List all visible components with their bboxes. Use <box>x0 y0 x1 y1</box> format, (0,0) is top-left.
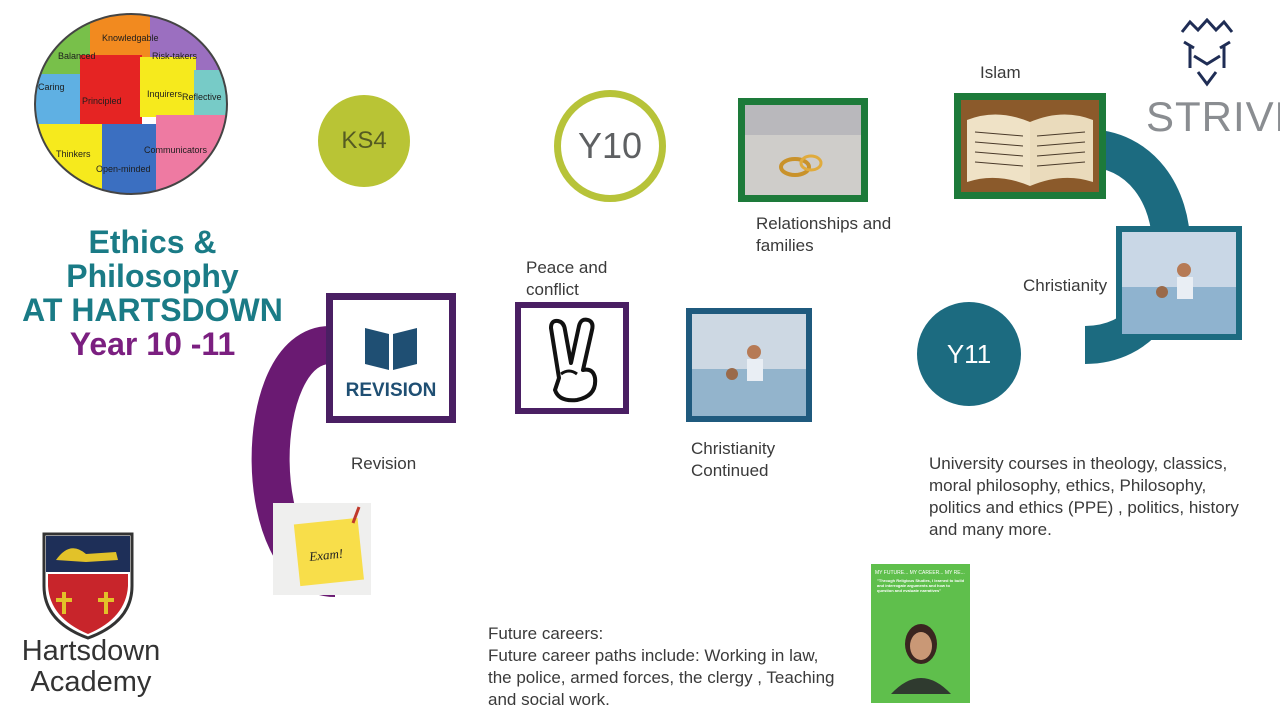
caption-relationships: Relationships and families <box>756 214 892 255</box>
person-portrait-icon <box>891 624 951 694</box>
caption-islam: Islam <box>980 63 1021 82</box>
open-book-icon <box>961 100 1099 192</box>
title-line-ethics: Ethics & <box>88 224 217 260</box>
learner-profile-puzzle: Knowledgable Balanced Risk-takers Caring… <box>34 13 228 195</box>
page-title: Ethics & Philosophy AT HARTSDOWN Year 10… <box>10 225 295 361</box>
school-name-line2: Academy <box>30 666 152 698</box>
exam-note-image: Exam! <box>273 503 371 595</box>
poster-header: MY FUTURE... MY CAREER... MY RE... <box>875 570 965 576</box>
careers-poster: MY FUTURE... MY CAREER... MY RE... "Thro… <box>871 564 970 703</box>
careers-body: Future career paths include: Working in … <box>488 646 835 709</box>
puzzle-word-0: Knowledgable <box>102 33 159 43</box>
university-courses-text: University courses in theology, classics… <box>929 454 1239 539</box>
title-line-at-hartsdown: AT HARTSDOWN <box>22 292 283 328</box>
caption-christianity-continued: Christianity Continued <box>691 439 776 480</box>
revision-image: REVISION <box>326 293 456 423</box>
puzzle-word-7: Thinkers <box>56 149 91 159</box>
strive-lion-icon <box>1180 18 1234 87</box>
baptism-icon-2 <box>692 314 806 416</box>
book-icon: REVISION <box>346 328 437 401</box>
school-crest-icon <box>42 532 134 640</box>
caption-peace: Peace and conflict <box>526 258 608 299</box>
caption-revision: Revision <box>351 454 417 473</box>
sticky-note-icon: Exam! <box>273 503 371 595</box>
puzzle-word-8: Communicators <box>144 145 208 155</box>
caption-christianity: Christianity <box>1023 276 1108 295</box>
baptism-image-right <box>1116 226 1242 340</box>
milestone-y11: Y11 <box>917 302 1021 406</box>
poster-quote: "Through Religious Studies, I learned to… <box>877 578 965 593</box>
revision-icon-label: REVISION <box>346 380 437 401</box>
quran-image <box>954 93 1106 199</box>
puzzle-word-9: Open-minded <box>96 164 151 174</box>
wedding-rings-icon <box>745 105 861 195</box>
peace-image <box>515 302 629 414</box>
puzzle-word-6: Reflective <box>182 92 222 102</box>
rings-image <box>738 98 868 202</box>
puzzle-word-4: Principled <box>82 96 122 106</box>
puzzle-word-3: Caring <box>38 82 65 92</box>
milestone-y10: Y10 <box>554 90 666 202</box>
baptism-icon <box>1122 232 1236 334</box>
exam-note-label: Exam! <box>307 546 343 565</box>
puzzle-word-2: Risk-takers <box>152 51 198 61</box>
school-name-line1: Hartsdown <box>21 635 161 667</box>
strive-logo-text: STRIVE <box>1146 93 1280 140</box>
peace-hand-icon <box>549 317 598 403</box>
title-line-philosophy: Philosophy <box>66 258 239 294</box>
title-line-year: Year 10 -11 <box>69 326 236 362</box>
school-name: Hartsdown Academy <box>16 636 166 698</box>
careers-heading: Future careers: <box>488 624 604 643</box>
baptism-image-middle <box>686 308 812 422</box>
milestone-ks4: KS4 <box>318 95 410 187</box>
puzzle-word-1: Balanced <box>58 51 96 61</box>
puzzle-word-5: Inquirers <box>147 89 183 99</box>
future-careers: Future careers: Future career paths incl… <box>488 623 838 711</box>
